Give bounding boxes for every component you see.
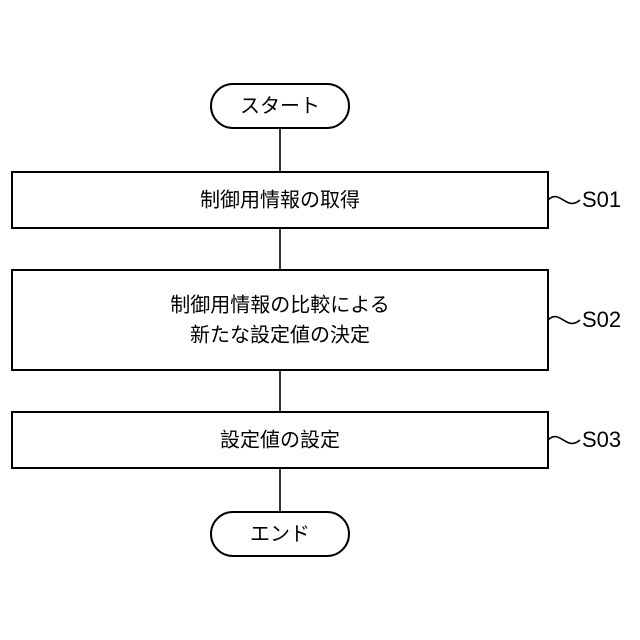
start-terminal: スタート: [211, 84, 349, 128]
end-terminal: エンド: [211, 512, 349, 556]
step-s03-leader: [548, 437, 580, 444]
step-s03-text: 設定値の設定: [220, 428, 340, 452]
step-s02-box: [12, 270, 548, 370]
step-s02-id: S02: [582, 307, 621, 332]
step-s02-leader: [548, 317, 580, 324]
step-s01-id: S01: [582, 187, 621, 212]
step-s02-text-line2: 新たな設定値の決定: [190, 323, 370, 347]
step-s03: 設定値の設定 S03: [12, 412, 621, 468]
start-terminal-label: スタート: [240, 94, 320, 118]
step-s01: 制御用情報の取得 S01: [12, 172, 621, 228]
step-s01-leader: [548, 197, 580, 204]
step-s03-id: S03: [582, 427, 621, 452]
step-s02: 制御用情報の比較による 新たな設定値の決定 S02: [12, 270, 621, 370]
step-s02-text-line1: 制御用情報の比較による: [170, 293, 389, 317]
end-terminal-label: エンド: [250, 522, 310, 546]
step-s01-text: 制御用情報の取得: [200, 188, 360, 212]
